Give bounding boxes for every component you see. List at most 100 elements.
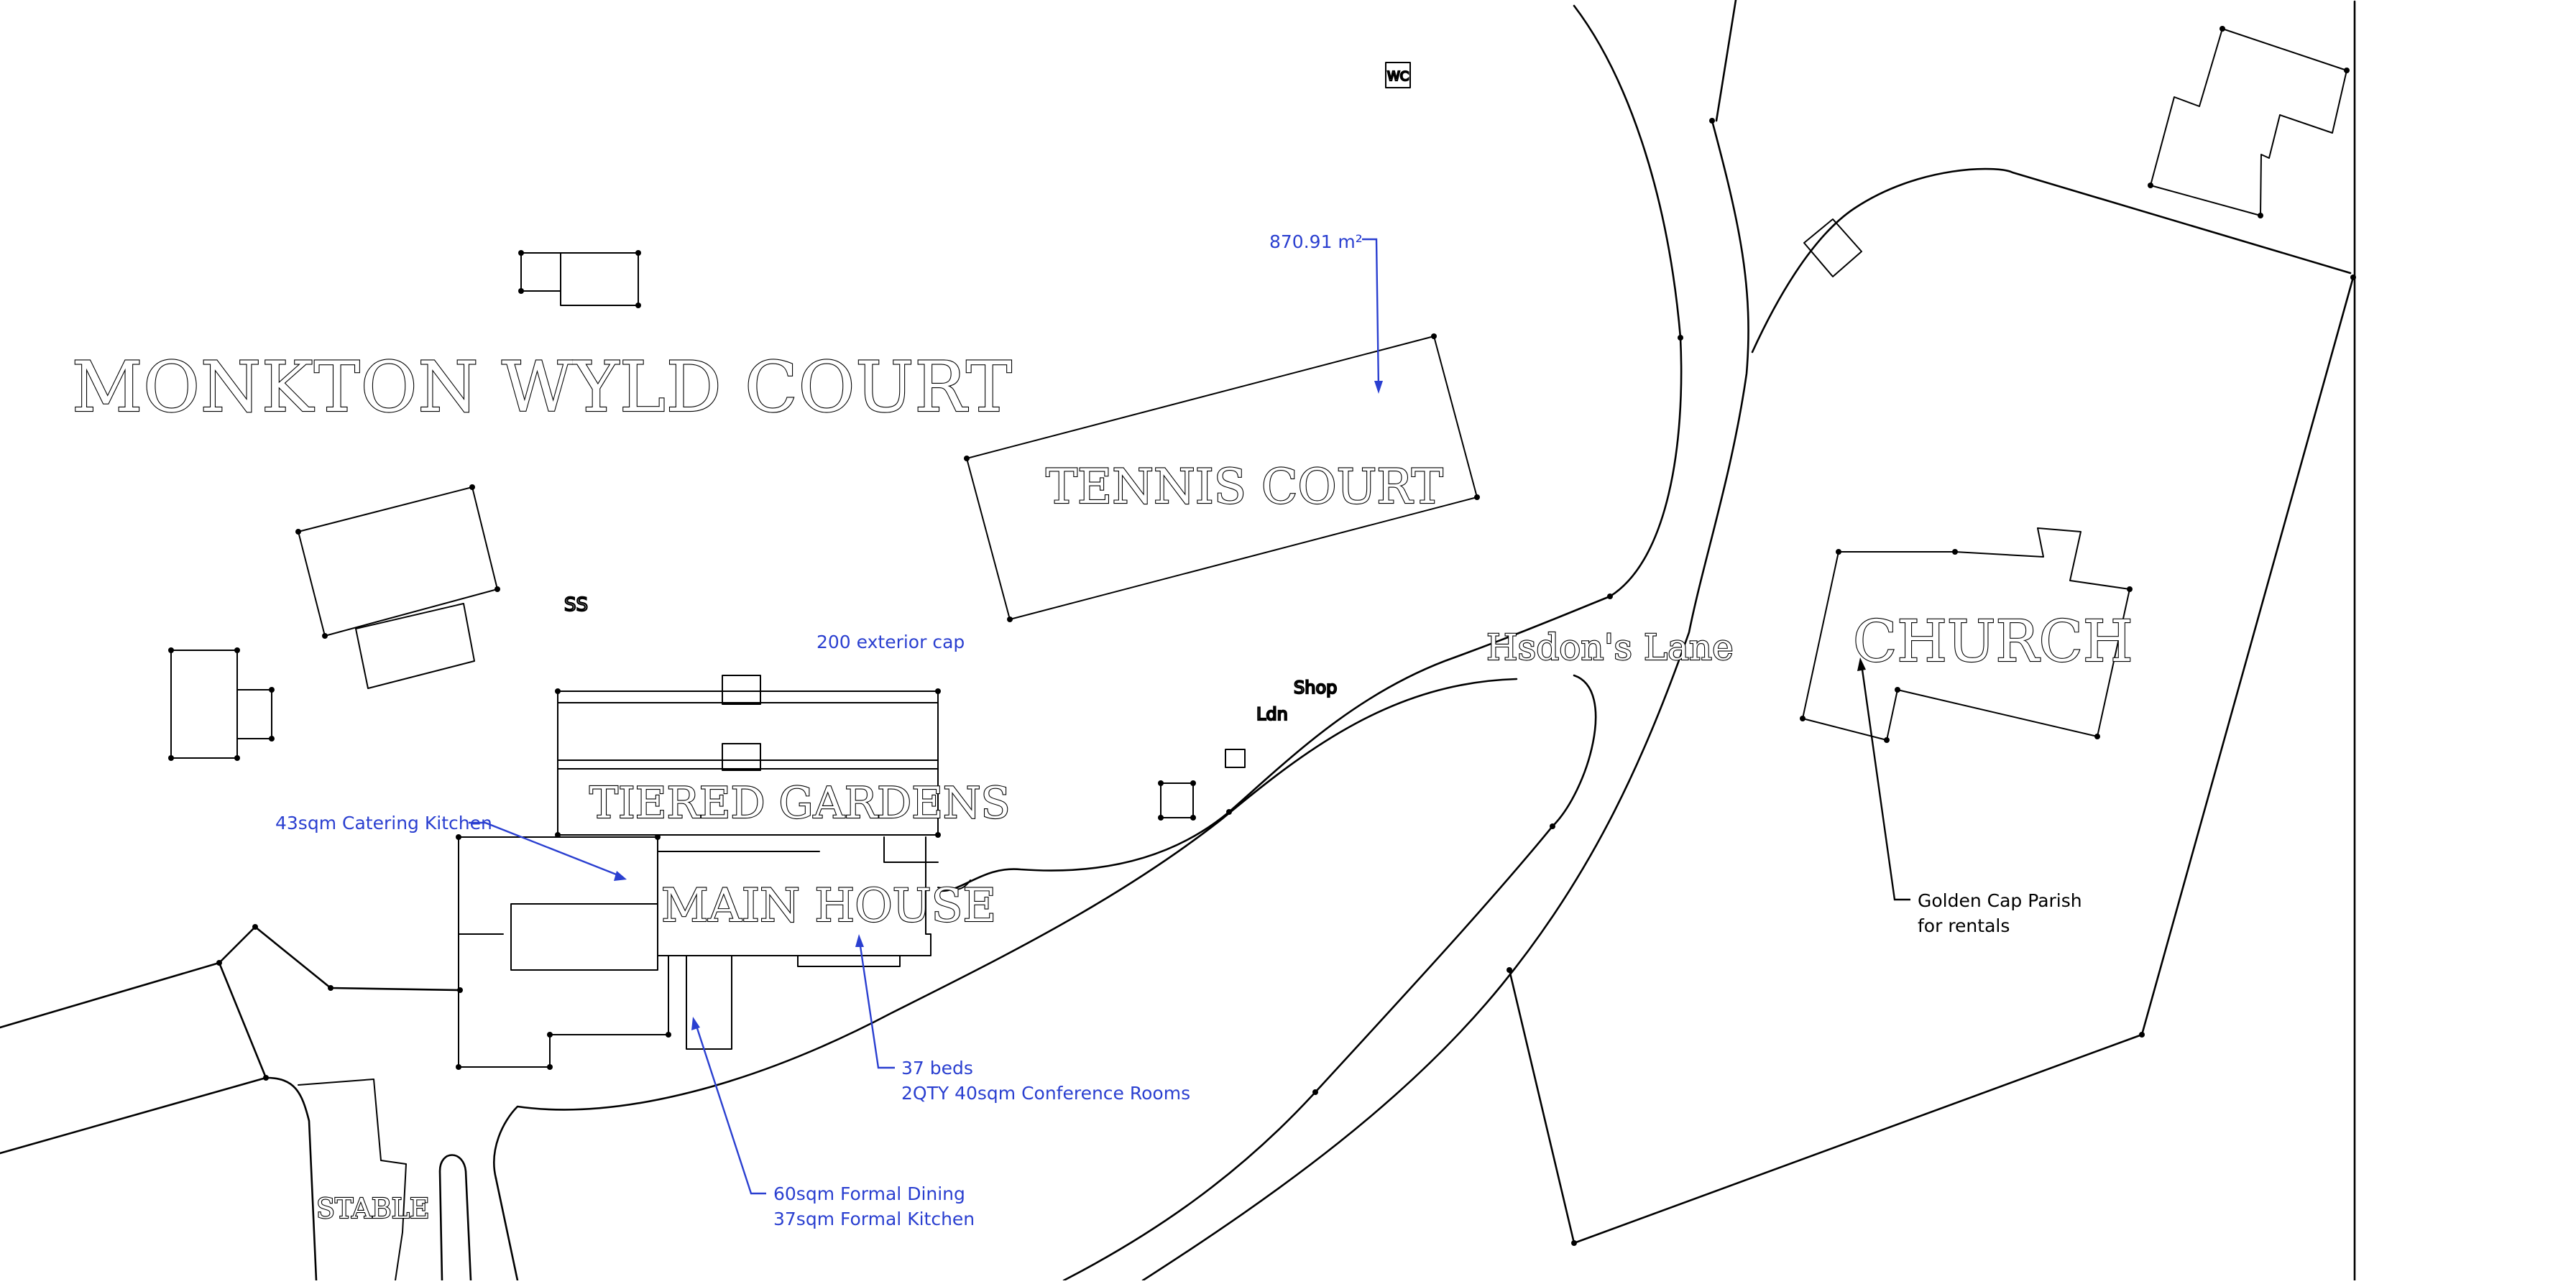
vertex-marker bbox=[1709, 118, 1715, 124]
vertex-marker bbox=[1190, 780, 1196, 786]
vertex-marker bbox=[322, 633, 328, 639]
vertex-marker bbox=[168, 647, 174, 653]
area-leader bbox=[1362, 238, 1380, 389]
vertex-marker bbox=[1506, 967, 1512, 973]
west-road-b bbox=[218, 925, 461, 992]
place-labels: MONKTON WYLD COURT TENNIS COURT CHURCH H… bbox=[71, 68, 2134, 1225]
west-building-a bbox=[298, 486, 498, 637]
vertex-marker bbox=[216, 960, 222, 966]
vertex-marker bbox=[655, 834, 661, 840]
vertex-marker bbox=[2127, 586, 2133, 592]
tiny-square bbox=[1225, 749, 1246, 768]
parish-annotation-line2: for rentals bbox=[1918, 915, 2010, 936]
exterior-cap-annotation: 200 exterior cap bbox=[816, 632, 965, 652]
vertex-marker bbox=[1895, 687, 1900, 693]
parish-arrow-icon bbox=[1857, 657, 1866, 671]
vertex-marker bbox=[1158, 815, 1164, 821]
formal-kitchen-annotation: 37sqm Formal Kitchen bbox=[773, 1209, 975, 1229]
lane-branch-outer bbox=[493, 678, 1518, 1180]
formal-dining-annotation: 60sqm Formal Dining bbox=[773, 1183, 965, 1204]
vertex-marker bbox=[1007, 616, 1013, 622]
vertex-marker bbox=[469, 484, 475, 490]
vertex-marker bbox=[2350, 274, 2356, 280]
garden-pavilion-a bbox=[722, 675, 761, 705]
vertex-marker bbox=[518, 288, 524, 294]
vertex-marker bbox=[555, 688, 561, 694]
vertex-marker bbox=[263, 1075, 269, 1081]
vertex-marker bbox=[555, 832, 561, 838]
beds-annotation: 37 beds bbox=[901, 1058, 973, 1079]
vertex-marker bbox=[328, 985, 334, 991]
lane-edge-left bbox=[940, 4, 1683, 892]
vertex-marker bbox=[666, 1032, 671, 1038]
vertex-marker bbox=[935, 688, 941, 694]
vertex-marker bbox=[1226, 809, 1232, 815]
vertex-markers bbox=[168, 26, 2356, 1246]
east-field-diagonal bbox=[1508, 276, 2355, 1244]
wc-label: WC bbox=[1387, 69, 1409, 84]
vertex-marker bbox=[1836, 549, 1841, 555]
west-road-c bbox=[264, 1076, 318, 1282]
vertex-marker bbox=[252, 924, 258, 930]
ne-house bbox=[2150, 28, 2347, 216]
catering-kitchen-annotation: 43sqm Catering Kitchen bbox=[275, 813, 492, 833]
west-building-b bbox=[355, 603, 475, 689]
vertex-marker bbox=[1158, 780, 1164, 786]
roads bbox=[0, 0, 2356, 1282]
main-house-label: MAIN HOUSE bbox=[661, 879, 996, 933]
stable-outline bbox=[298, 1079, 407, 1281]
vertex-marker bbox=[456, 834, 461, 840]
beds-arrow-icon bbox=[855, 934, 864, 947]
parish-leader bbox=[1860, 664, 1910, 901]
area-annotation: 870.91 m² bbox=[1269, 231, 1363, 252]
garden-pavilion-b bbox=[722, 743, 761, 771]
west-drive bbox=[438, 1154, 472, 1282]
vertex-marker bbox=[494, 586, 500, 592]
tiered-gardens-label: TIERED GARDENS bbox=[589, 778, 1011, 828]
west-road-a bbox=[0, 961, 267, 1155]
vertex-marker bbox=[269, 736, 275, 742]
formal-dining-leader bbox=[694, 1023, 766, 1195]
vertex-marker bbox=[2139, 1032, 2145, 1038]
ss-label: SS bbox=[564, 594, 588, 616]
conference-rooms-annotation: 2QTY 40sqm Conference Rooms bbox=[901, 1083, 1190, 1104]
vertex-marker bbox=[1571, 1240, 1577, 1246]
vertex-marker bbox=[1678, 335, 1683, 341]
west-building-c bbox=[170, 650, 272, 759]
catering-kitchen-arrow-icon bbox=[614, 871, 627, 881]
lane-upper-curve bbox=[1751, 167, 2352, 354]
vertex-marker bbox=[1884, 737, 1890, 743]
area-arrow-icon bbox=[1374, 381, 1383, 394]
shop-label: Shop bbox=[1294, 678, 1337, 698]
formal-dining-arrow-icon bbox=[691, 1017, 700, 1030]
tennis-court-label: TENNIS COURT bbox=[1046, 459, 1443, 514]
stable-label: STABLE bbox=[316, 1193, 430, 1224]
vertex-marker bbox=[547, 1064, 553, 1070]
top-small-building bbox=[520, 252, 639, 306]
vertex-marker bbox=[234, 755, 240, 761]
lane-upper-stub bbox=[1715, 0, 1737, 122]
catering-kitchen-leader bbox=[469, 821, 622, 878]
site-title: MONKTON WYLD COURT bbox=[72, 347, 1013, 428]
vertex-marker bbox=[1550, 823, 1555, 829]
main-house-stub bbox=[458, 879, 971, 935]
vertex-marker bbox=[457, 987, 463, 993]
vertex-marker bbox=[269, 687, 275, 693]
vertex-marker bbox=[1474, 494, 1480, 500]
main-house-outline bbox=[458, 836, 932, 971]
main-house-wing bbox=[458, 836, 939, 1068]
vertex-marker bbox=[234, 647, 240, 653]
shed-square bbox=[1160, 782, 1194, 818]
vertex-marker bbox=[635, 250, 641, 256]
vertex-marker bbox=[1190, 815, 1196, 821]
annotations: 870.91 m² 200 exterior cap 43sqm Caterin… bbox=[275, 231, 2082, 1229]
vertex-marker bbox=[635, 302, 641, 308]
vertex-marker bbox=[547, 1032, 553, 1038]
vertex-marker bbox=[168, 755, 174, 761]
vertex-marker bbox=[1800, 716, 1806, 721]
vertex-marker bbox=[2344, 68, 2350, 73]
vertex-marker bbox=[1312, 1089, 1318, 1095]
vertex-marker bbox=[295, 529, 301, 535]
